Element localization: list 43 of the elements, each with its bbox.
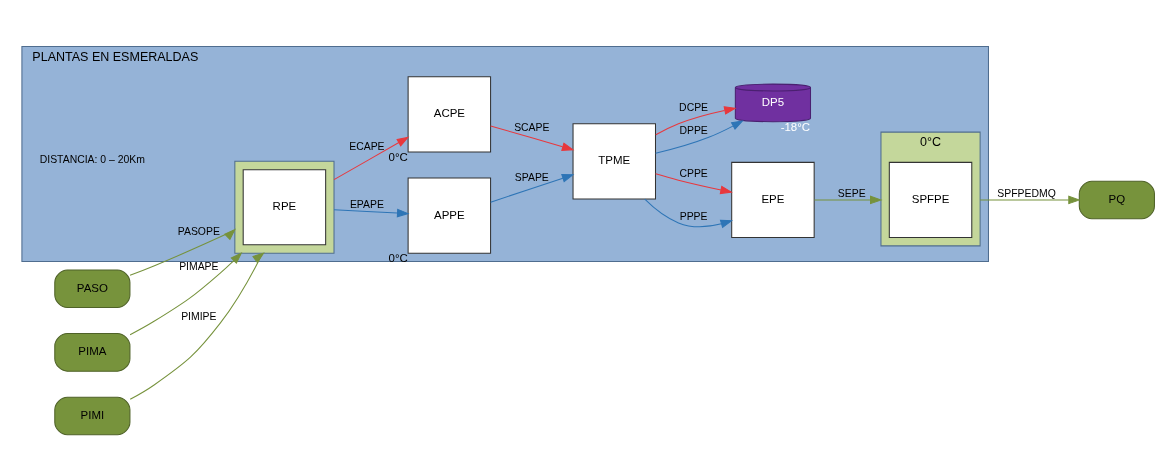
node-box: TPME — [572, 122, 656, 199]
node-box: ACPE — [407, 75, 492, 152]
arrow — [813, 195, 883, 204]
node-box: APPE — [407, 177, 492, 254]
arrow — [490, 124, 575, 151]
node-label: 0°C — [388, 251, 408, 264]
node-box: EPE — [731, 161, 815, 238]
arrow — [655, 119, 744, 154]
edge-label: PPPE — [679, 210, 708, 222]
cluster — [234, 160, 335, 254]
arrow — [490, 173, 575, 203]
node-box: PASO — [54, 268, 131, 308]
edge-label: DCPE — [679, 101, 709, 113]
edge-label: PASOPE — [177, 225, 220, 237]
edge-label: SPAPE — [514, 171, 549, 183]
edge-label: DPPE — [679, 124, 708, 136]
node-label: 0°C — [388, 150, 408, 163]
edge-label: ECAPE — [349, 140, 385, 152]
arrow — [655, 172, 733, 194]
edge-label: SPFPEDMQ — [997, 187, 1056, 199]
edge-label: SEPE — [837, 187, 866, 199]
arrow — [979, 195, 1081, 204]
label: DISTANCIA: 0 – 20Km — [39, 153, 145, 165]
arrow — [644, 198, 734, 228]
arrow — [129, 251, 243, 335]
cluster — [880, 131, 981, 246]
node-box: PQ — [1078, 180, 1155, 219]
edge-label: PIMAPE — [179, 260, 219, 272]
arrow — [655, 105, 737, 135]
node-box: SPFPE — [888, 161, 973, 238]
edge-label: EPAPE — [349, 198, 384, 210]
edge-label: CPPE — [679, 167, 708, 179]
node-box: PIMA — [54, 332, 131, 372]
edge-label: PIMIPE — [181, 310, 217, 322]
node-box: RPE — [242, 168, 327, 245]
arrow — [333, 136, 410, 180]
node-box: PIMI — [54, 396, 131, 435]
node-label: 0°C — [920, 134, 942, 149]
arrow — [129, 227, 236, 276]
edge-label: SCAPE — [514, 121, 550, 133]
arrow — [129, 251, 265, 400]
node-label: -18°C — [780, 120, 811, 133]
arrow — [333, 208, 410, 217]
